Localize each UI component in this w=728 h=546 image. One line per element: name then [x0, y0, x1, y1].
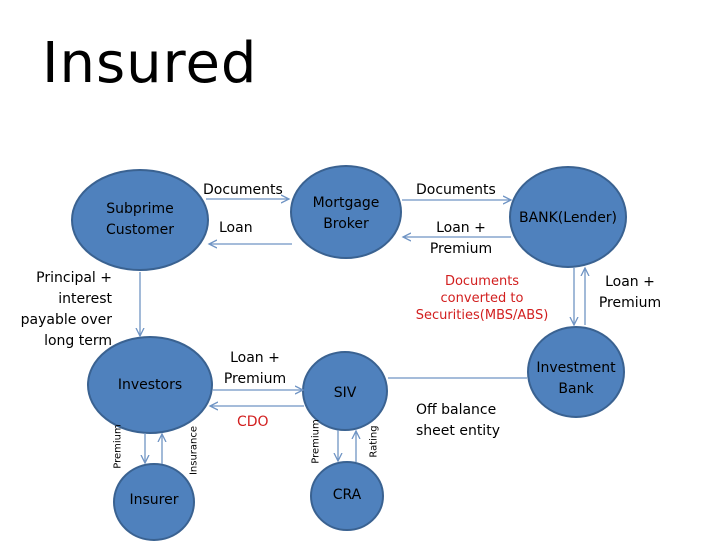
documents-right-label: Documents: [416, 182, 496, 198]
documents-converted-label: Documents converted to Securities(MBS/AB…: [415, 274, 549, 323]
rating-label: Rating: [368, 425, 380, 458]
premium-investors-label: Premium: [112, 424, 124, 469]
cra-node: [310, 461, 384, 531]
mortgage-broker-node: [290, 165, 402, 259]
insurer-node: [113, 463, 195, 541]
documents-left-label: Documents: [203, 182, 283, 198]
cdo-label: CDO: [237, 414, 269, 430]
page-title: Insured: [42, 31, 258, 96]
investors-label: Investors: [117, 377, 183, 393]
subprime-customer-label: Subprime Customer: [105, 201, 174, 238]
off-balance-sheet-label: Off balance sheet entity: [416, 402, 500, 439]
investment-bank-label: Investment Bank: [536, 360, 616, 397]
cra-label: CRA: [332, 487, 362, 503]
investment-bank-node: [527, 326, 625, 418]
insurer-label: Insurer: [129, 492, 179, 508]
bank-lender-node: [509, 166, 627, 268]
subprime-customer-node: [71, 169, 209, 271]
principal-interest-label: Principal + interest payable over long t…: [20, 270, 112, 349]
loan-left-label: Loan: [219, 220, 253, 236]
mortgage-broker-label: Mortgage Broker: [312, 195, 380, 232]
investors-node: [87, 336, 213, 434]
siv-label: SIV: [333, 385, 357, 401]
loan-premium-bank-label: Loan + Premium: [598, 274, 662, 311]
loan-premium-right-label: Loan + Premium: [429, 220, 493, 257]
insurance-label: Insurance: [188, 425, 200, 476]
loan-premium-mid-label: Loan + Premium: [223, 350, 287, 387]
bank-lender-label: BANK(Lender): [518, 210, 618, 226]
premium-siv-label: Premium: [310, 419, 322, 464]
